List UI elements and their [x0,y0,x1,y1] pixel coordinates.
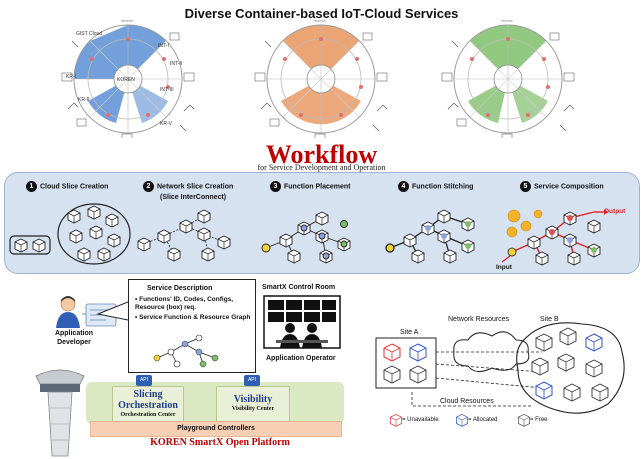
step-2-diagram [137,209,231,262]
step-2-sublabel: (Slice InterConnect) [160,194,227,201]
developer-label: Application Developer [52,329,96,347]
service-bullet-1: • Functions' ID, Codes, Configs, Resourc… [135,296,234,311]
step-4-number: 4 [398,181,409,192]
wheel-label-kr5: KR-V [160,121,172,127]
network-resources-label: Network Resources [448,316,510,323]
input-label: Input [496,264,512,271]
workflow-title: Workflow [265,140,378,169]
step-2-number: 2 [143,181,154,192]
wheel-label-koren: KOREN [117,77,135,83]
legend-allocated: = Allocated [468,417,498,423]
step-3-number: 3 [270,181,281,192]
step-5-number: 5 [520,181,531,192]
step-1-text: Cloud Slice Creation [40,183,109,191]
wheel-label-int2: INT-II [170,61,183,67]
visibility-panel[interactable]: Visibility Visibility Center [216,386,290,422]
slicing-orchestration-panel[interactable]: Slicing Orchestration Orchestration Cent… [112,386,184,422]
orchestration-center-label: Orchestration Center [120,412,176,418]
wheel-label-int1: INT-I [158,43,169,49]
slicing-orchestration-title: Slicing Orchestration [118,389,178,411]
control-room-title: SmartX Control Room [262,284,336,291]
playground-controllers-bar: Playground Controllers [90,421,342,437]
visibility-api-badge[interactable]: API [244,375,260,386]
control-room-figure [263,295,341,349]
sites-diagram [375,322,625,427]
wheel-label-kr1: KR-I [66,74,76,80]
developer-label-line2: Developer [57,339,91,346]
workflow-subtitle: for Service Development and Operation [257,163,386,172]
step-3-diagram [261,211,351,264]
application-operator-label: Application Operator [266,355,336,362]
site-b-label: Site B [540,316,559,323]
developer-label-line1: Application [54,330,94,337]
service-description-title: Service Description [147,285,213,292]
service-bullet-2-text: Service Function & Resource Graph [139,314,251,321]
workflow-diagrams [9,203,608,266]
step-4-diagram [385,209,475,264]
step-4-text: Function Stitching [412,183,474,191]
slicing-api-badge[interactable]: API [136,375,152,386]
step-1-number: 1 [26,181,37,192]
service-wheels [61,20,575,138]
service-graph [153,334,219,368]
step-2-text: Network Slice Creation [157,183,234,191]
cloud-resources-label: Cloud Resources [440,398,494,405]
wheel-label-kr2: KR-II [78,97,90,103]
step-1-diagram [9,203,131,265]
step-3-text: Function Placement [284,183,351,191]
site-a-label: Site A [400,329,419,336]
output-label: Output [604,208,626,215]
visibility-title: Visibility [233,394,273,405]
step-5-text: Service Composition [534,183,604,191]
legend-unavailable: = Unavailable [402,417,439,423]
platform-name: KOREN SmartX Open Platform [150,437,290,448]
control-tower-icon [35,369,85,457]
legend-free: = Free [530,417,548,423]
page-title: Diverse Container-based IoT-Cloud Servic… [184,6,459,21]
visibility-center-label: Visibility Center [231,406,275,412]
callout-pointer [96,301,129,321]
service-description-box: Service Description • Functions' ID, Cod… [128,279,256,373]
step-5-diagram [501,209,608,266]
service-bullet-2: • Service Function & Resource Graph [135,314,251,321]
wheel-label-int3: INT-III [160,87,174,93]
service-bullet-1-text: Functions' ID, Codes, Configs, Resource … [135,296,234,311]
wheel-label-gist: GIST Cloud [76,31,103,37]
